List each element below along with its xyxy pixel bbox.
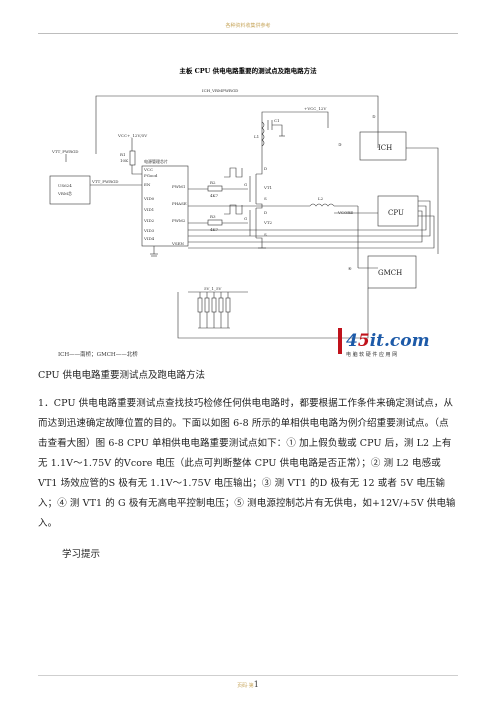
label-r1-value: 10K — [120, 158, 129, 163]
svg-text:电 脑 软 硬 件 应 用 网: 电 脑 软 硬 件 应 用 网 — [346, 351, 397, 358]
label-vtt: VTT_PWRGD — [51, 149, 79, 154]
circuit-figure: 主板 CPU 供电电路重要的测试点及跑电路方法 — [38, 58, 458, 366]
label-r3-value: 4K7 — [210, 227, 219, 232]
cpu-box-label: CPU — [388, 209, 404, 217]
ich-box-label: ICH — [378, 144, 392, 152]
svg-text:45it.com: 45it.com — [346, 331, 430, 351]
pin-vid2: VID2 — [143, 218, 155, 223]
label-l2: L2 — [318, 196, 324, 201]
label-r3: R3 — [210, 214, 216, 219]
pin-phase: PHASE — [172, 201, 187, 206]
label-vt1: VT1 — [263, 185, 272, 190]
page-footer: 页码·第1 — [0, 680, 496, 689]
label-s1: S — [264, 196, 267, 201]
label-vcc: VCC+_12V/5V — [117, 133, 147, 138]
gmch-box-label: GMCH — [378, 269, 402, 277]
site-logo: 45it.com 电 脑 软 硬 件 应 用 网 — [338, 328, 430, 358]
label-l1: L1 — [254, 134, 259, 139]
study-tip-heading: 学习提示 — [62, 549, 101, 560]
label-vt2: VT2 — [263, 220, 273, 225]
figure-caption: CPU 供电电路重要测试点及跑电路方法 — [38, 370, 206, 381]
marker-5: ⑤ — [372, 114, 376, 119]
label-s2: S — [264, 232, 267, 237]
label-r2: R2 — [210, 180, 216, 185]
label-vcc5: 5V_1_5V — [204, 286, 222, 291]
label-chip: 电源管理芯片 — [144, 158, 168, 164]
pin-pwm1: PWM1 — [172, 184, 185, 189]
pin-en: EN — [144, 182, 151, 187]
label-vcore: VCORE — [337, 210, 353, 215]
marker-3: ③ — [338, 142, 342, 147]
pin-vid0: VID0 — [143, 196, 155, 201]
label-ich-vrm: ICH_VRMPWRGD — [202, 88, 238, 93]
page-header: 各种资料收集供参考 — [225, 23, 271, 29]
footer-divider — [38, 675, 458, 676]
circuit-diagram: 主板 CPU 供电电路重要的测试点及跑电路方法 — [49, 66, 439, 358]
pin-vid4: VID4 — [143, 236, 155, 241]
pin-vsen: VSEN — [171, 241, 185, 246]
left-box-line2: VRM芯 — [57, 190, 72, 196]
body-paragraph: 1．CPU 供电电路重要测试点查找技巧检修任何供电电路时，都要根据工作条件来确定… — [38, 398, 456, 529]
label-r1: R1 — [120, 152, 126, 157]
pin-vid1: VID1 — [143, 207, 154, 212]
label-vtt-pwrgd: VTT_PWRGD — [91, 179, 119, 184]
figure-legend: ICH——南桥；GMCH——北桥 — [58, 350, 138, 358]
header-divider — [38, 33, 458, 34]
marker-4: ④ — [348, 266, 352, 271]
pin-vid3: VID3 — [143, 228, 155, 233]
label-g2: G — [244, 216, 247, 221]
label-g1: G — [244, 182, 247, 187]
pin-pgood: PGood — [144, 173, 158, 178]
pin-vcc: VCC — [143, 167, 153, 172]
label-d1: D — [264, 166, 267, 171]
label-r2-value: 4K7 — [210, 193, 219, 198]
figure-title: 主板 CPU 供电电路重要的测试点及跑电路方法 — [179, 66, 317, 75]
pin-pwm2: PWM2 — [172, 218, 186, 223]
label-c1: C1 — [274, 118, 280, 123]
label-vcc12: +VCC_12V — [304, 106, 326, 111]
footer-text: 页码·第 — [237, 683, 254, 689]
page-number: 1 — [253, 680, 259, 689]
label-d2: D — [264, 210, 267, 215]
left-box-line1: US624 — [58, 183, 72, 188]
